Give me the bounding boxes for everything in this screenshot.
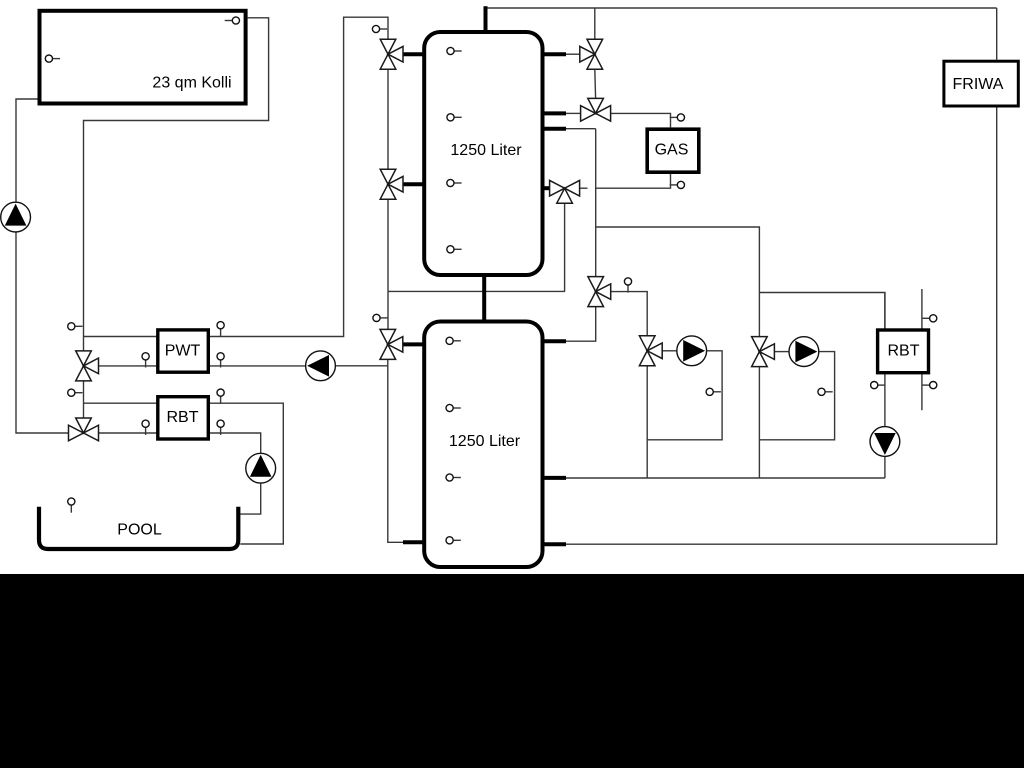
svg-text:POOL: POOL: [117, 522, 162, 539]
svg-text:1250 Liter: 1250 Liter: [449, 433, 521, 450]
svg-text:23 qm Kolli: 23 qm Kolli: [152, 75, 231, 92]
svg-text:RBT: RBT: [167, 409, 199, 426]
svg-text:RBT: RBT: [888, 343, 920, 360]
svg-text:FRIWA: FRIWA: [953, 76, 1004, 93]
svg-text:GAS: GAS: [655, 142, 689, 159]
svg-text:1250 Liter: 1250 Liter: [450, 142, 522, 159]
svg-text:PWT: PWT: [165, 343, 201, 360]
